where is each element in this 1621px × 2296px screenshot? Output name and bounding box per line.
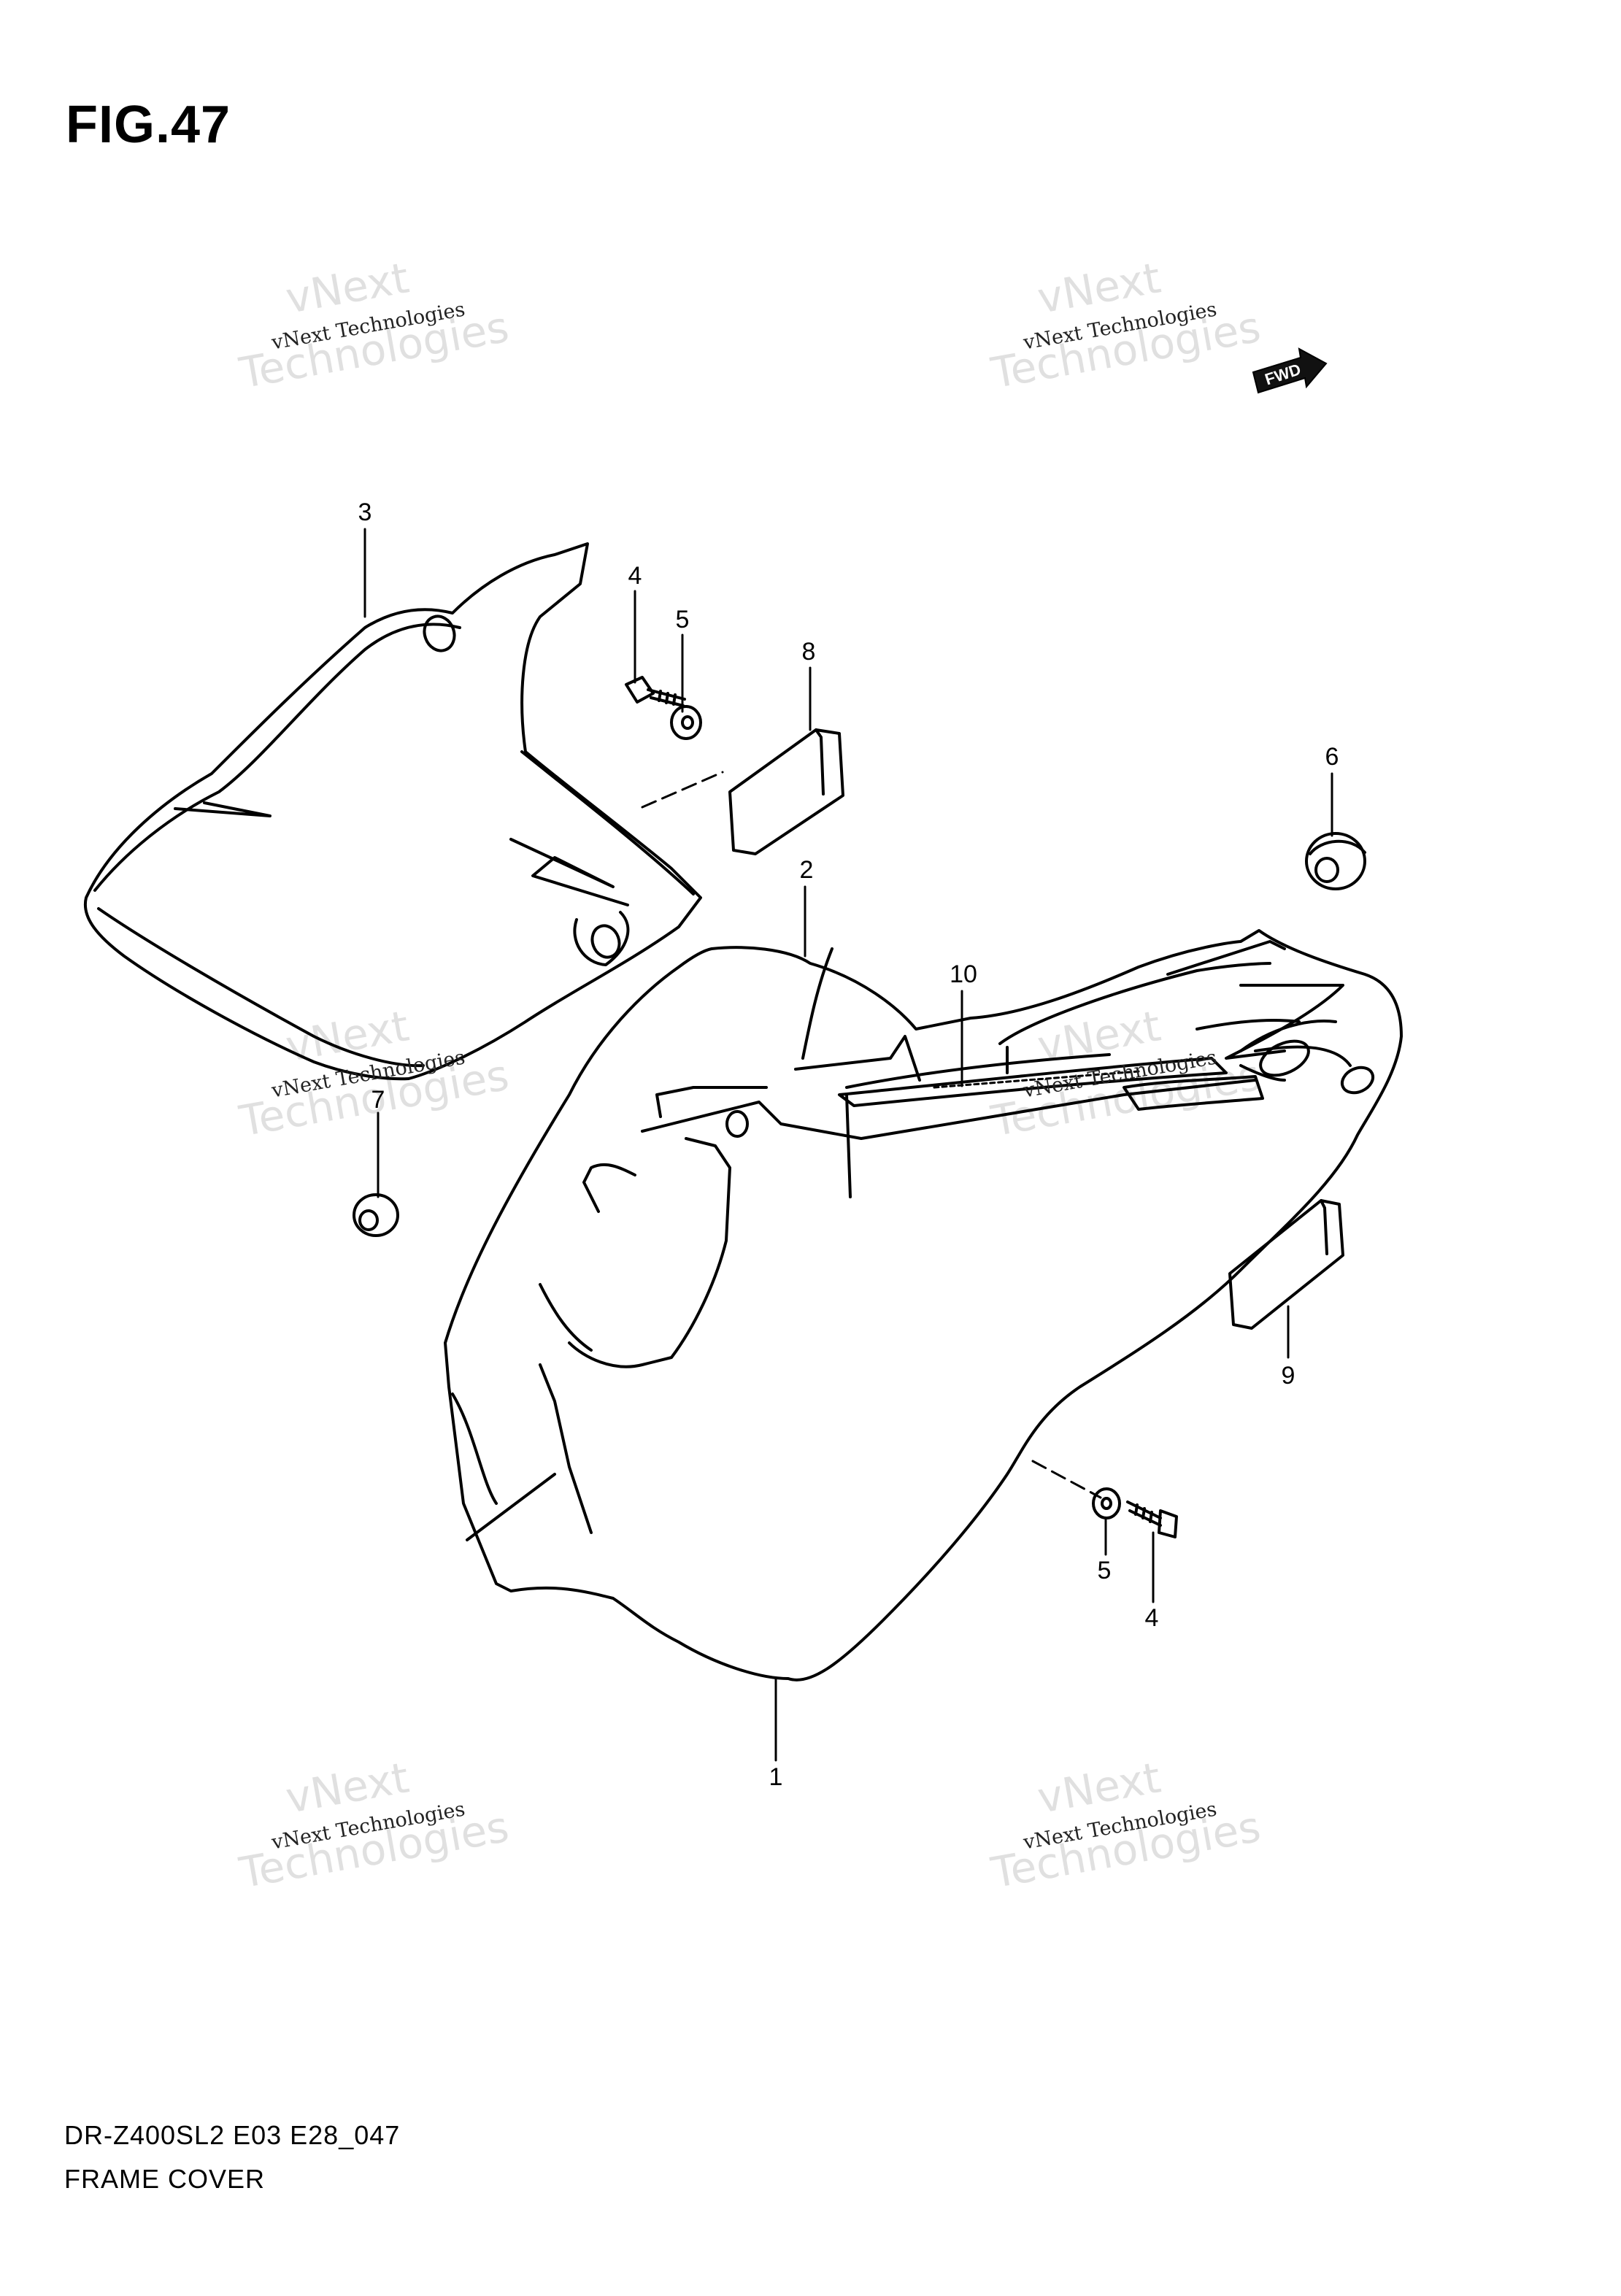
callout-part-7: 7 xyxy=(371,1086,385,1114)
fwd-arrow-icon: FWD xyxy=(1250,343,1330,401)
part-3-frame-cover-upper xyxy=(83,542,702,1081)
callout-part-1: 1 xyxy=(769,1763,783,1791)
watermark-top-left: vNext vNext Technologies Technologies xyxy=(236,253,513,398)
callout-leaders xyxy=(363,528,1333,1762)
callout-part-6: 6 xyxy=(1325,743,1339,771)
callout-part-10: 10 xyxy=(950,960,977,988)
model-code: DR-Z400SL2 E03 E28_047 xyxy=(64,2120,401,2150)
watermark-bottom-right: vNext vNext Technologies Technologies xyxy=(987,1752,1265,1898)
callout-part-3: 3 xyxy=(358,498,372,526)
callout-part-4-upper: 4 xyxy=(628,562,642,590)
callout-part-4-lower: 4 xyxy=(1144,1604,1159,1632)
leader-line-upper xyxy=(641,771,724,809)
section-name: FRAME COVER xyxy=(64,2164,266,2194)
watermark-bottom-left: vNext vNext Technologies Technologies xyxy=(236,1752,513,1898)
callout-part-2: 2 xyxy=(799,856,814,884)
part-4-bolt-upper xyxy=(625,676,686,707)
watermark-middle-right: vNext vNext Technologies Technologies xyxy=(987,1001,1265,1147)
part-7-grommet xyxy=(353,1193,399,1237)
figure-title: FIG.47 xyxy=(66,96,231,154)
part-2-frame-cover-main xyxy=(444,929,1403,1681)
callout-part-5-upper: 5 xyxy=(675,606,690,633)
part-6-grommet xyxy=(1305,832,1366,890)
part-4-bolt-lower xyxy=(1126,1501,1178,1538)
callout-part-9: 9 xyxy=(1281,1362,1295,1390)
part-9-pad xyxy=(1228,1199,1344,1330)
part-10-decal-stripe xyxy=(838,1057,1228,1107)
watermark-middle-left: vNext vNext Technologies Technologies xyxy=(236,1001,513,1147)
watermark-top-right: vNext vNext Technologies Technologies xyxy=(987,253,1265,398)
callout-part-8: 8 xyxy=(801,638,816,666)
part-5-washer-upper xyxy=(670,705,702,740)
leader-line-lower xyxy=(1031,1460,1102,1499)
part-8-pad xyxy=(728,728,844,855)
callout-part-5-lower: 5 xyxy=(1097,1557,1112,1584)
part-5-washer-lower xyxy=(1092,1487,1121,1519)
